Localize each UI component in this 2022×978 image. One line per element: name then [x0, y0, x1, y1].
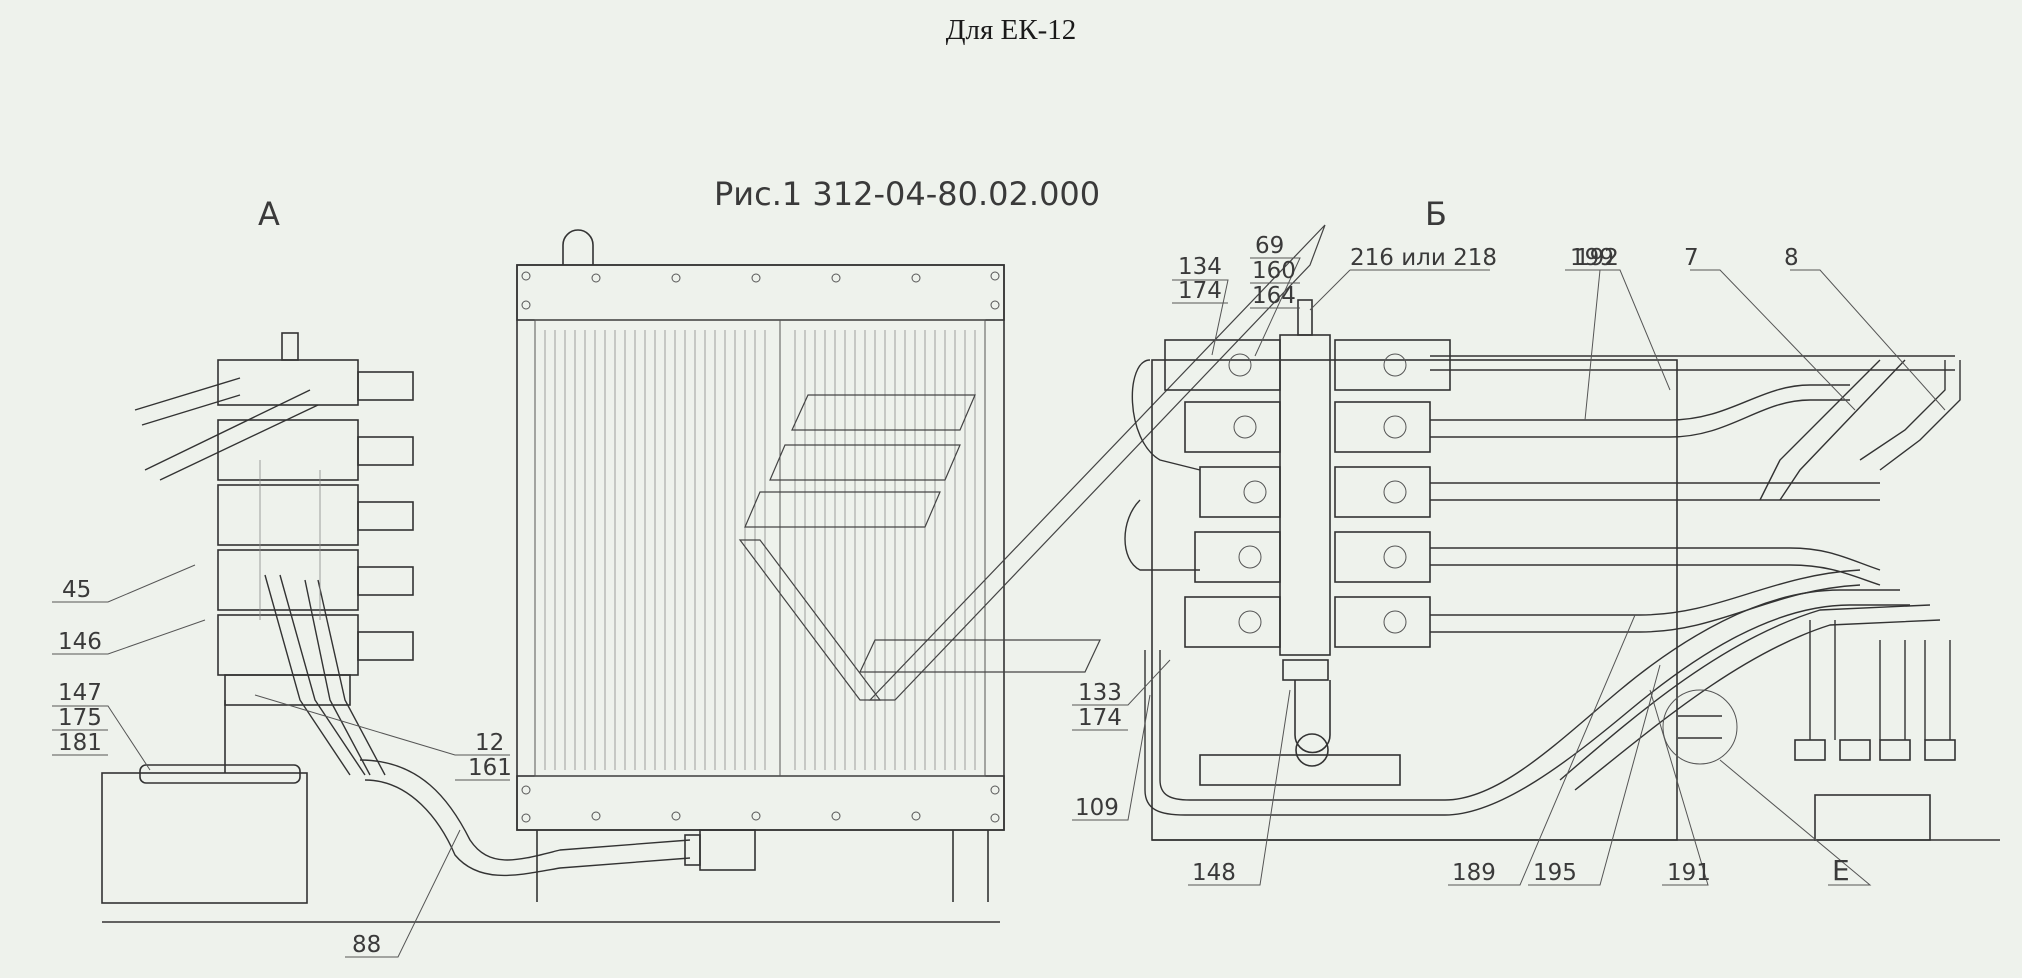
callout-195: 195 [1533, 860, 1577, 886]
callout-8: 8 [1784, 245, 1799, 271]
callout-labels: 45 146 147 175 181 12 161 88 134 174 69 … [58, 233, 1850, 958]
view-label-b: Б [1425, 195, 1447, 233]
callout-69: 69 [1255, 233, 1284, 259]
watermark-logo [738, 224, 1326, 701]
view-label-a: А [258, 195, 280, 233]
view-a-valve-stack [101, 332, 1000, 923]
radiator [516, 229, 1005, 902]
callout-191: 191 [1667, 860, 1711, 886]
callout-45: 45 [62, 577, 91, 603]
callout-216-or-218: 216 или 218 [1350, 245, 1497, 271]
view-b-distributor [1124, 299, 2000, 841]
callout-146: 146 [58, 629, 102, 655]
callout-199: 199 [1570, 245, 1614, 271]
callout-133: 133 [1078, 680, 1122, 706]
callout-181: 181 [58, 730, 102, 756]
callout-12: 12 [475, 730, 504, 756]
leader-lines [52, 257, 1946, 958]
callout-164: 164 [1252, 283, 1296, 309]
callout-147: 147 [58, 680, 102, 706]
callout-174-bottom: 174 [1078, 705, 1122, 731]
callout-148: 148 [1192, 860, 1236, 886]
callout-160: 160 [1252, 258, 1296, 284]
callout-175: 175 [58, 705, 102, 731]
callout-109: 109 [1075, 795, 1119, 821]
callout-134: 134 [1178, 254, 1222, 280]
callout-189: 189 [1452, 860, 1496, 886]
callout-192: 192 [1575, 245, 1619, 271]
callout-7: 7 [1684, 245, 1699, 271]
callout-161: 161 [468, 755, 512, 781]
figure-caption: Рис.1 312-04-80.02.000 [714, 175, 1100, 213]
callout-88: 88 [352, 932, 381, 958]
callout-view-e: Е [1832, 854, 1850, 887]
callout-174-top: 174 [1178, 278, 1222, 304]
drawing-title: Для ЕК-12 [945, 14, 1077, 46]
